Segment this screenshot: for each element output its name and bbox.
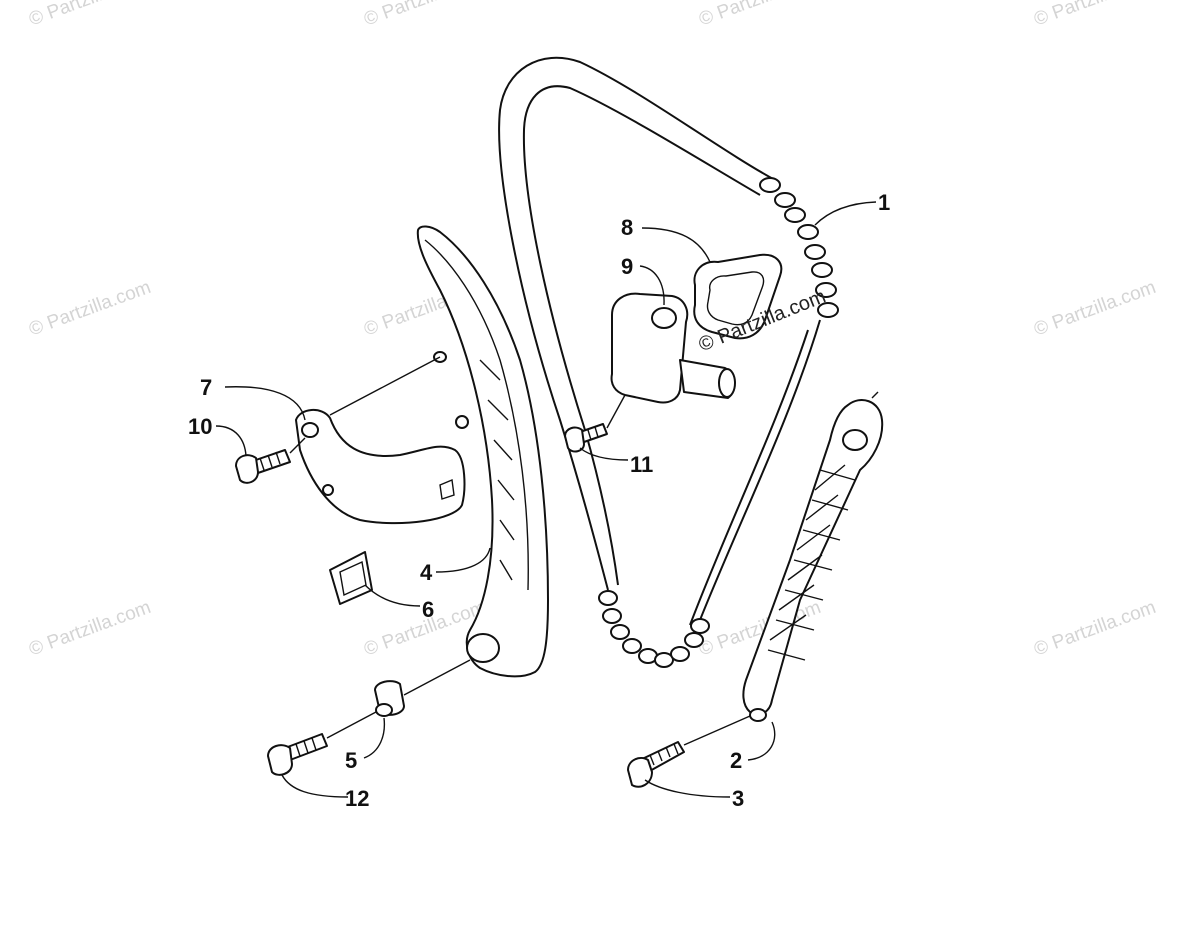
tensioner-body [610,292,736,404]
callout-9: 9 [621,254,633,279]
callout-10: 10 [188,414,212,439]
callout-8: 8 [621,215,633,240]
tensioner-guide-bolt [267,711,377,776]
tensioner-guide [416,225,549,678]
bracket-bolt [235,437,306,484]
callout-2: 2 [730,748,742,773]
chain-guide [742,391,884,722]
guide-bolt [627,715,751,788]
callout-11: 11 [630,452,653,477]
callout-12: 12 [345,786,369,811]
callout-5: 5 [345,748,357,773]
chain-links-bottom [598,590,710,668]
callout-1: 1 [878,190,890,215]
callout-4: 4 [420,560,433,585]
callout-3: 3 [732,786,744,811]
tensioner-bolt [564,394,626,453]
callout-6: 6 [422,597,434,622]
clip [329,551,373,605]
callout-labels: 1 8 9 7 10 11 4 6 2 5 3 12 [188,190,890,811]
gasket [693,253,783,340]
bracket [295,356,466,525]
leader-lines [215,201,877,798]
cam-chain [498,56,839,668]
chain-links-top [759,177,839,318]
collar [374,659,471,717]
callout-7: 7 [200,375,212,400]
